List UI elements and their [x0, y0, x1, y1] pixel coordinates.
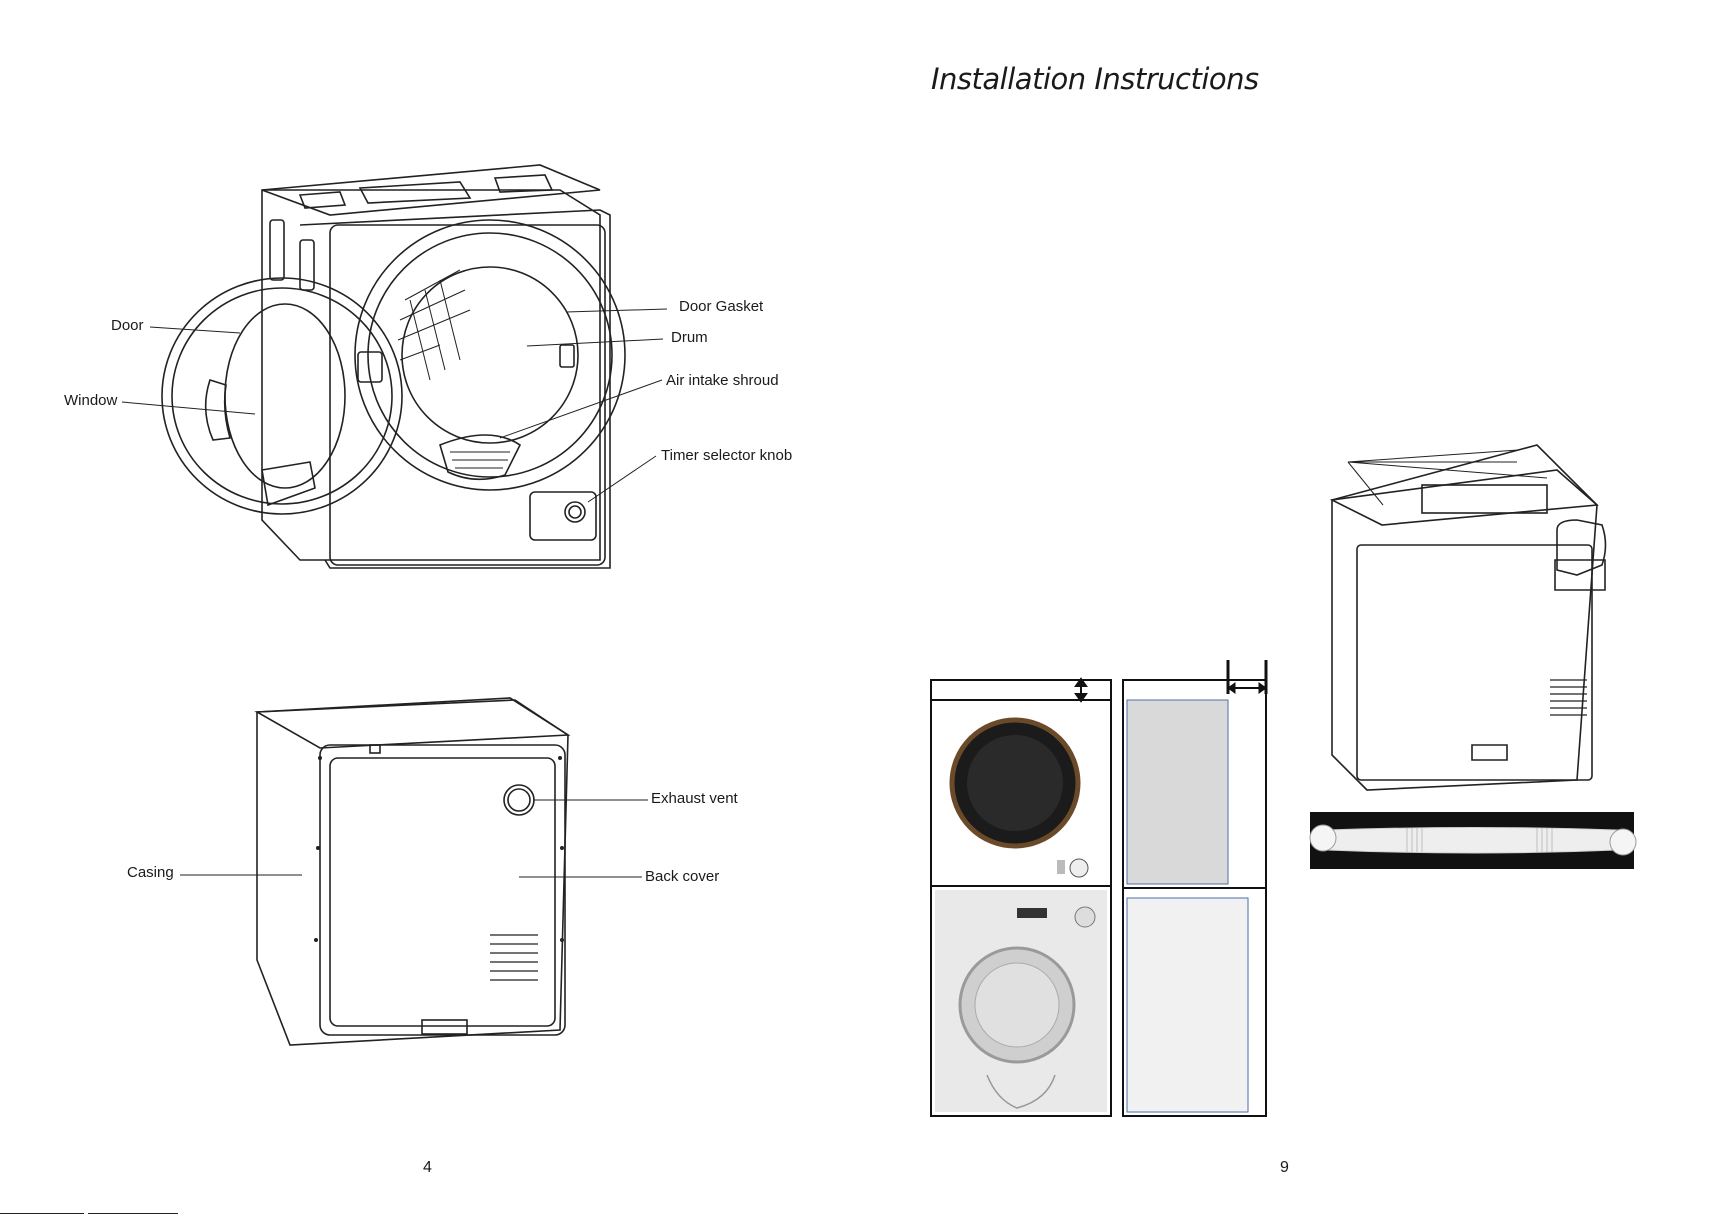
dryer-back-diagram [0, 0, 857, 1100]
exhaust-vent-label: Exhaust vent [651, 790, 738, 808]
right-page: Installation Instructions [857, 0, 1714, 1217]
page-number-right: 9 [1280, 1159, 1289, 1177]
left-page: Door Window Door Gasket Drum Air intake … [0, 0, 857, 1217]
stacking-front-diagram [857, 0, 1714, 1217]
footer-rule-2 [88, 1213, 178, 1214]
footer-rule-1 [0, 1213, 84, 1214]
casing-label: Casing [127, 864, 174, 882]
back-cover-label: Back cover [645, 868, 719, 886]
page-number-left: 4 [423, 1159, 432, 1177]
